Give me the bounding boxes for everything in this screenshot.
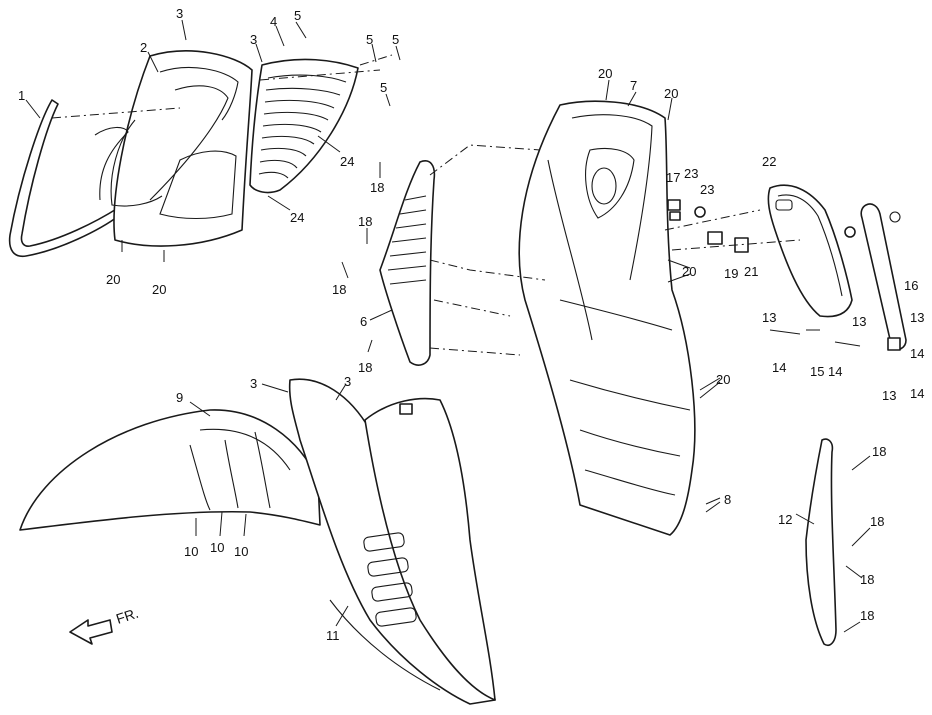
callout-20: 20 — [664, 86, 678, 101]
callout-20: 20 — [716, 372, 730, 387]
callout-3: 3 — [344, 374, 351, 389]
callout-14: 14 — [828, 364, 842, 379]
callout-21: 21 — [744, 264, 758, 279]
part-2-front-cover — [94, 50, 253, 247]
callout-14: 14 — [910, 386, 924, 401]
callout-18: 18 — [370, 180, 384, 195]
callout-20: 20 — [152, 282, 166, 297]
part-7-inner-panel — [518, 100, 696, 536]
part-1-trim-strip — [8, 99, 121, 258]
callout-13: 13 — [852, 314, 866, 329]
callout-14: 14 — [772, 360, 786, 375]
part-12-side-strip — [805, 438, 837, 646]
assembly-lines — [51, 54, 801, 356]
callout-3: 3 — [250, 32, 257, 47]
callout-7: 7 — [630, 78, 637, 93]
callout-4: 4 — [270, 14, 277, 29]
part-4-grille — [249, 58, 359, 194]
part-9-front-fender — [19, 409, 321, 531]
callout-20: 20 — [598, 66, 612, 81]
callout-18: 18 — [872, 444, 886, 459]
callout-20: 20 — [682, 264, 696, 279]
part-11-lower-cover — [288, 378, 496, 705]
part-16-hinge-strip — [860, 203, 907, 351]
callout-5: 5 — [294, 8, 301, 23]
callout-2: 2 — [140, 40, 147, 55]
callout-23: 23 — [700, 182, 714, 197]
callout-13: 13 — [762, 310, 776, 325]
callout-18: 18 — [860, 608, 874, 623]
callout-14: 14 — [910, 346, 924, 361]
callout-18: 18 — [358, 214, 372, 229]
callout-1: 1 — [18, 88, 25, 103]
callout-16: 16 — [904, 278, 918, 293]
callout-18: 18 — [358, 360, 372, 375]
callout-24: 24 — [290, 210, 304, 225]
hardware-screws — [399, 199, 901, 415]
callout-5: 5 — [380, 80, 387, 95]
callout-10: 10 — [210, 540, 224, 555]
callout-5: 5 — [366, 32, 373, 47]
callout-15: 15 — [810, 364, 824, 379]
callout-22: 22 — [762, 154, 776, 169]
callout-18: 18 — [870, 514, 884, 529]
callout-numbers: 1 2 3 3 4 5 5 5 5 24 24 20 20 20 20 20 2… — [18, 6, 924, 643]
leader-lines — [25, 19, 871, 633]
callout-24: 24 — [340, 154, 354, 169]
callout-11: 11 — [326, 628, 340, 643]
callout-18: 18 — [332, 282, 346, 297]
callout-10: 10 — [234, 544, 248, 559]
callout-17: 17 — [666, 170, 680, 185]
callout-3: 3 — [250, 376, 257, 391]
part-22-glovebox-lid — [767, 184, 853, 318]
callout-10: 10 — [184, 544, 198, 559]
front-direction-indicator: FR. — [69, 605, 140, 645]
front-arrow-icon — [69, 619, 113, 645]
callout-5: 5 — [392, 32, 399, 47]
callout-6: 6 — [360, 314, 367, 329]
callout-12: 12 — [778, 512, 792, 527]
callout-23: 23 — [684, 166, 698, 181]
callout-13: 13 — [910, 310, 924, 325]
callout-19: 19 — [724, 266, 738, 281]
callout-9: 9 — [176, 390, 183, 405]
part-6-side-grille — [379, 160, 436, 366]
callout-3: 3 — [176, 6, 183, 21]
callout-18: 18 — [860, 572, 874, 587]
callout-13: 13 — [882, 388, 896, 403]
callout-8: 8 — [724, 492, 731, 507]
callout-20: 20 — [106, 272, 120, 287]
front-direction-label: FR. — [114, 605, 140, 627]
